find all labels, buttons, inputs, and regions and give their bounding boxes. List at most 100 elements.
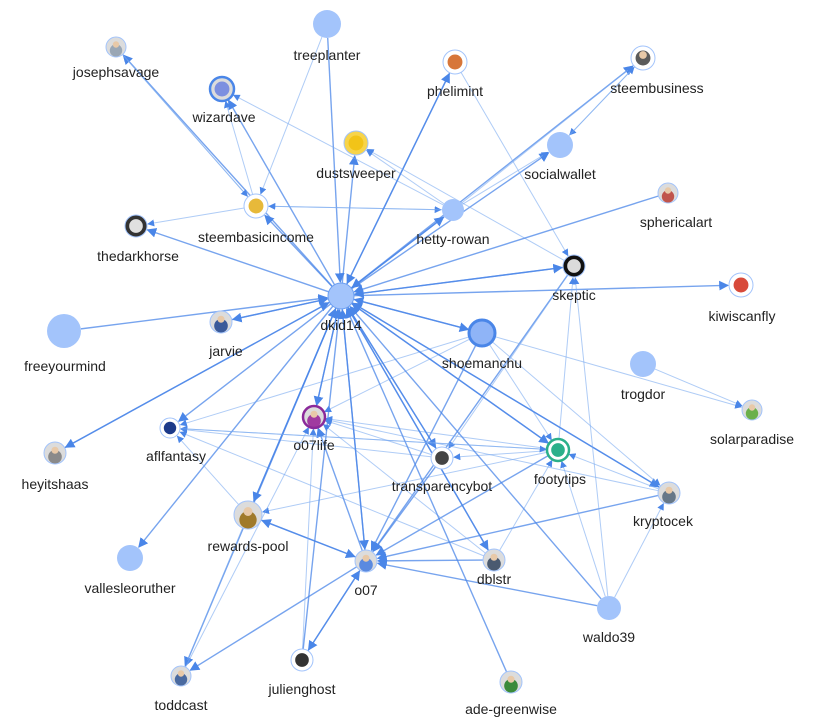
rewards-pool-avatar-icon[interactable] [234,501,262,529]
footytips-avatar-icon[interactable] [547,439,569,461]
node-transparencybot[interactable]: transparencybot [392,446,493,494]
steembusiness-ring [630,45,656,71]
node-label-vallesleoruther: vallesleoruther [84,580,175,596]
node-solarparadise[interactable]: solarparadise [710,399,794,447]
node-thedarkhorse[interactable]: thedarkhorse [97,214,179,264]
node-steembasicincome[interactable]: steembasicincome [198,193,314,245]
edge-jarvie-to-dkid14 [231,296,329,321]
node-label-phelimint: phelimint [427,83,483,99]
edge-transparencybot-to-dkid14 [347,307,437,450]
node-kiwiscanfly[interactable]: kiwiscanfly [709,272,776,324]
edge-transparencybot-to-o07 [372,466,437,553]
treeplanter-node-circle[interactable] [313,10,341,38]
ade-greenwise-avatar-icon[interactable] [500,671,522,693]
node-waldo39[interactable]: waldo39 [582,596,635,645]
edge-julienghost-to-o07 [307,570,361,652]
edge-footytips-to-dkid14 [351,303,550,445]
node-dblstr[interactable]: dblstr [477,548,512,587]
node-phelimint[interactable]: phelimint [427,49,483,99]
node-trogdor[interactable]: trogdor [621,351,666,402]
sphericalart-avatar-icon[interactable] [658,183,678,203]
node-wizardave[interactable]: wizardave [191,75,256,125]
edge-waldo39-to-skeptic [572,277,609,597]
node-o07life[interactable]: o07life [293,404,335,453]
socialwallet-node-circle[interactable] [547,132,573,158]
kryptocek-avatar-icon[interactable] [658,482,680,504]
rewards-pool-ring [233,500,263,530]
julienghost-ring [290,648,314,672]
edge-dblstr-to-footytips [499,459,553,551]
dblstr-avatar-icon[interactable] [483,549,505,571]
josephsavage-avatar-icon[interactable] [106,37,126,57]
node-treeplanter[interactable]: treeplanter [294,10,361,63]
node-dustsweeper[interactable]: dustsweeper [316,130,396,181]
node-socialwallet[interactable]: socialwallet [524,132,596,182]
dblstr-ring [482,548,506,572]
node-toddcast[interactable]: toddcast [155,665,208,713]
node-sphericalart[interactable]: sphericalart [640,182,712,230]
dkid14-node-circle[interactable] [327,282,355,310]
node-hetty-rowan[interactable]: hetty-rowan [416,199,490,247]
phelimint-avatar-icon[interactable] [443,50,467,74]
aflfantasy-ring [159,417,181,439]
trogdor-node-circle[interactable] [630,351,656,377]
edge-dkid14-to-wizardave [227,99,336,286]
freeyourmind-node-circle[interactable] [47,314,81,348]
node-freeyourmind[interactable]: freeyourmind [24,314,106,374]
node-layer: josephsavage treeplanter phelimint steembus… [22,10,794,717]
node-ade-greenwise[interactable]: ade-greenwise [465,670,557,717]
node-o07[interactable]: o07 [354,549,378,598]
node-label-shoemanchu: shoemanchu [442,355,522,371]
edge-hetty-rowan-to-wizardave [232,94,444,206]
edge-dkid14-to-steembusiness [350,65,634,289]
node-jarvie[interactable]: jarvie [208,310,243,359]
toddcast-avatar-icon[interactable] [171,666,191,686]
node-aflfantasy[interactable]: aflfantasy [146,417,206,464]
shoemanchu-node-circle[interactable] [467,318,497,348]
jarvie-avatar-icon[interactable] [210,311,232,333]
node-label-skeptic: skeptic [552,287,596,303]
node-julienghost[interactable]: julienghost [268,648,336,697]
edge-waldo39-to-o07 [376,560,598,607]
node-kryptocek[interactable]: kryptocek [633,481,694,529]
edge-o07-to-o07life [316,427,363,551]
edge-rewards-pool-to-aflfantasy [176,435,240,505]
node-label-dblstr: dblstr [477,571,512,587]
node-shoemanchu[interactable]: shoemanchu [442,318,522,371]
kiwiscanfly-avatar-icon[interactable] [729,273,753,297]
node-rewards-pool[interactable]: rewards-pool [208,500,289,554]
o07-avatar-icon[interactable] [355,550,377,572]
node-label-jarvie: jarvie [208,343,243,359]
hetty-rowan-node-circle[interactable] [442,199,464,221]
node-heyitshaas[interactable]: heyitshaas [22,441,89,492]
dustsweeper-avatar-icon[interactable] [344,131,368,155]
edge-aflfantasy-to-footytips [179,428,547,453]
o07life-avatar-icon[interactable] [303,406,325,428]
node-dkid14[interactable]: dkid14 [320,282,362,333]
edge-o07-to-toddcast [189,566,358,671]
node-josephsavage[interactable]: josephsavage [72,36,160,80]
edge-layer [64,36,743,673]
node-skeptic[interactable]: skeptic [552,254,596,303]
steembasicincome-avatar-icon[interactable] [244,194,268,218]
heyitshaas-avatar-icon[interactable] [44,442,66,464]
waldo39-node-circle[interactable] [597,596,621,620]
transparencybot-avatar-icon[interactable] [431,447,453,469]
sphericalart-ring [657,182,679,204]
solarparadise-avatar-icon[interactable] [742,400,762,420]
skeptic-avatar-icon[interactable] [563,255,585,277]
vallesleoruther-node-circle[interactable] [117,545,143,571]
o07life-ring [301,404,327,430]
node-steembusiness[interactable]: steembusiness [610,45,704,96]
julienghost-avatar-icon[interactable] [291,649,313,671]
aflfantasy-avatar-icon[interactable] [160,418,180,438]
node-footytips[interactable]: footytips [534,437,586,487]
edge-kryptocek-to-o07life [325,417,659,492]
node-vallesleoruther[interactable]: vallesleoruther [84,545,176,596]
steembasicincome-ring [243,193,269,219]
steembusiness-avatar-icon[interactable] [631,46,655,70]
node-label-sphericalart: sphericalart [640,214,712,230]
thedarkhorse-avatar-icon[interactable] [125,215,147,237]
edge-trogdor-to-solarparadise [654,368,743,407]
